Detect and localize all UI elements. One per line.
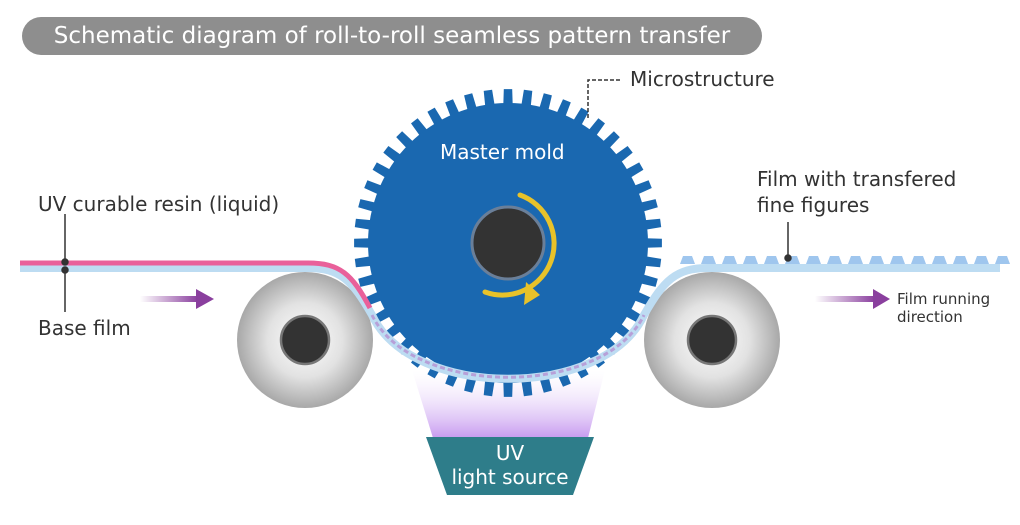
label-uv-resin: UV curable resin (liquid): [38, 192, 280, 216]
uv-resin-layer: [20, 260, 373, 310]
gear-tooth: [644, 218, 662, 230]
label-running-direction-1: Film running: [897, 290, 991, 308]
gear-tooth: [358, 274, 376, 287]
gear-tooth: [521, 89, 533, 107]
gear-tooth: [521, 379, 533, 397]
transferred-pattern: [680, 256, 1010, 264]
pattern-tooth: [911, 256, 926, 264]
gear-tooth: [633, 180, 652, 195]
pattern-tooth: [764, 256, 779, 264]
gear-tooth: [539, 93, 552, 111]
gear-tooth: [464, 93, 477, 111]
gear-tooth: [645, 238, 662, 248]
pattern-tooth: [827, 256, 842, 264]
leader-lines: [61, 79, 792, 312]
pattern-tooth: [743, 256, 758, 264]
label-transferred-film-1: Film with transfered: [757, 167, 957, 191]
rotation-arrow-icon: [482, 192, 557, 305]
pattern-tooth: [722, 256, 737, 264]
pattern-tooth: [974, 256, 989, 264]
gear-tooth: [503, 380, 513, 397]
gear-tooth: [556, 99, 571, 118]
diagram-title: Schematic diagram of roll-to-roll seamle…: [22, 17, 762, 55]
gear-tooth: [503, 89, 513, 106]
gear-tooth: [483, 379, 495, 397]
label-master-mold: Master mold: [440, 140, 565, 164]
gear-tooth: [483, 89, 495, 107]
pattern-tooth: [890, 256, 905, 264]
pattern-tooth: [995, 256, 1010, 264]
gear-tooth: [644, 256, 662, 268]
right-roller: [644, 272, 780, 408]
mold-shaft: [470, 205, 546, 281]
gear-tooth: [358, 199, 376, 212]
label-uv-source-1: UV: [495, 441, 525, 465]
label-base-film: Base film: [38, 316, 131, 340]
pattern-tooth: [806, 256, 821, 264]
pattern-tooth: [932, 256, 947, 264]
label-microstructure: Microstructure: [630, 67, 775, 91]
pattern-tooth: [680, 256, 695, 264]
gear-tooth: [354, 256, 372, 268]
pattern-tooth: [848, 256, 863, 264]
gear-tooth: [445, 99, 460, 118]
label-transferred-film-2: fine figures: [757, 193, 870, 217]
pattern-tooth: [953, 256, 968, 264]
gear-tooth: [354, 238, 371, 248]
gear-tooth: [354, 218, 372, 230]
label-running-direction-2: direction: [897, 308, 963, 326]
flow-arrow-right-icon: [815, 289, 890, 309]
pattern-tooth: [869, 256, 884, 264]
gear-tooth: [640, 199, 658, 212]
left-roller: [237, 272, 373, 408]
gear-tooth: [364, 180, 383, 195]
gear-tooth: [640, 274, 658, 287]
resin-under-mold: [370, 314, 646, 379]
label-uv-source-2: light source: [451, 465, 569, 489]
uv-light-source-box: [426, 437, 594, 495]
uv-glow: [412, 370, 605, 438]
pattern-tooth: [701, 256, 716, 264]
flow-arrow-left-icon: [140, 289, 214, 309]
